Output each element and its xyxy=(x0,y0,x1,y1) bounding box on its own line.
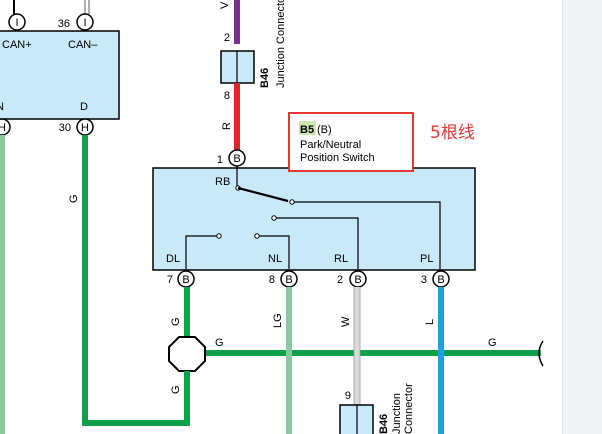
b46-top-name: Junction Connector xyxy=(275,0,287,88)
b46-bottom-name-line2: Connector xyxy=(403,383,415,434)
park-neutral-switch: 1 B RB DL NL RL PL 7 B 8 B 2 B 3 B xyxy=(152,149,476,288)
b5-suffix: (B) xyxy=(317,124,332,136)
pin-letter: I xyxy=(15,17,18,29)
pin-2-number: 2 xyxy=(337,274,343,286)
switch-arm xyxy=(237,186,289,203)
pl-label: PL xyxy=(420,253,433,265)
switch-name-line2: Position Switch xyxy=(300,152,375,164)
pin-9-number: 9 xyxy=(345,390,351,402)
rb-label: RB xyxy=(215,176,230,188)
b5-code: B5 xyxy=(300,124,314,136)
pin-letter: B xyxy=(354,274,361,286)
pin-8-number: 8 xyxy=(269,274,275,286)
b46-top-code: B46 xyxy=(259,68,271,88)
wire-g-left-label: G xyxy=(68,194,80,203)
pin-i-left xyxy=(8,13,26,31)
switch-name-line1: Park/Neutral xyxy=(300,139,361,151)
ground-junction-octagon xyxy=(168,336,206,372)
switch-label-box: B5 (B) Park/Neutral Position Switch xyxy=(288,112,414,172)
pin-letter: B xyxy=(285,274,292,286)
code-highlight xyxy=(299,121,316,135)
rl-label: RL xyxy=(334,253,348,265)
d-label: D xyxy=(80,101,88,113)
nl-label: NL xyxy=(268,253,282,265)
pin-letter: B xyxy=(182,274,189,286)
junction-connector-top: V 2 B46 Junction Connector 8 R xyxy=(219,0,287,150)
pin-letter: H xyxy=(81,122,89,134)
viewer-side-panel xyxy=(562,0,602,434)
wiring-diagram: I 36 I CAN+ CAN– N D H 30 H G V 2 B46 Ju… xyxy=(0,0,544,434)
wire-g-bottom-label: G xyxy=(170,385,182,394)
dl-label: DL xyxy=(166,253,180,265)
wire-g-h-right-label: G xyxy=(488,337,497,349)
pin-letter: I xyxy=(83,17,86,29)
pin-letter: B xyxy=(233,153,240,165)
pin-36-circle xyxy=(76,13,94,31)
wire-lg-label: LG xyxy=(272,313,284,328)
junction-connector-bottom: 9 B46 Junction Connector xyxy=(339,383,415,434)
wire-break-symbol xyxy=(538,340,544,367)
wire-r-label: R xyxy=(221,122,233,130)
annotation-box xyxy=(288,112,414,172)
wire-g-loop xyxy=(82,135,190,426)
can-minus-label: CAN– xyxy=(68,39,98,51)
pin-3-number: 3 xyxy=(421,274,427,286)
n-label: N xyxy=(0,101,4,113)
wire-g-h-left-label: G xyxy=(215,337,224,349)
wire-g-dl-label: G xyxy=(170,317,182,326)
wire-l-label: L xyxy=(424,319,436,325)
b46-bottom-name-line1: Junction xyxy=(391,393,403,434)
pin-letter: B xyxy=(437,274,444,286)
pin-30-number: 30 xyxy=(59,122,71,134)
can-plus-label: CAN+ xyxy=(2,39,32,51)
annotation-text: 5根线 xyxy=(430,123,475,143)
b46-bottom-code: B46 xyxy=(378,414,390,434)
pin-letter: H xyxy=(0,122,6,134)
wire-v-label: V xyxy=(219,1,231,9)
pin-1-number: 1 xyxy=(217,154,223,166)
left-ecu: I 36 I CAN+ CAN– N D H 30 H xyxy=(0,0,120,136)
pin-2-top: 2 xyxy=(224,32,230,44)
pin-36-number: 36 xyxy=(58,18,70,30)
wire-w-label: W xyxy=(340,316,352,327)
pin-8-top: 8 xyxy=(224,90,230,102)
pin-7-number: 7 xyxy=(167,274,173,286)
